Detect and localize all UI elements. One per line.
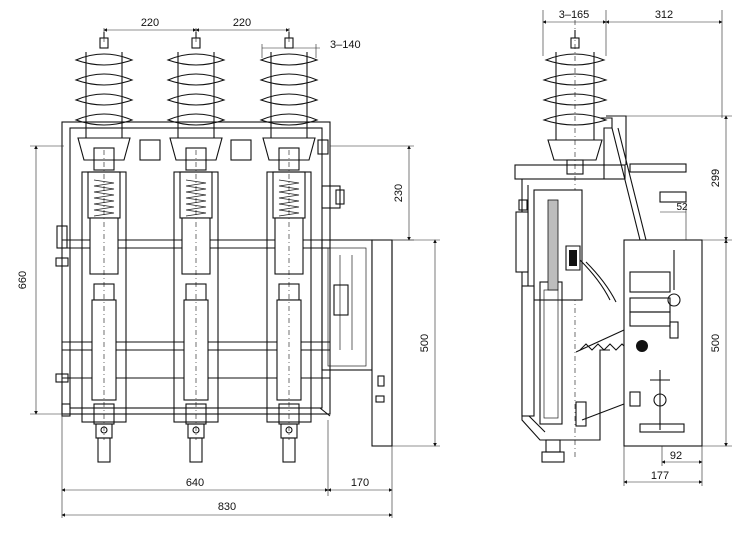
dim-170: 170 xyxy=(351,477,369,489)
side-control-panel xyxy=(623,239,703,447)
front-dimensions: 220 220 3–140 660 230 500 xyxy=(17,17,440,518)
dim-830: 830 xyxy=(218,501,236,513)
front-view: 220 220 3–140 660 230 500 xyxy=(17,17,440,518)
front-mechanism-panel xyxy=(319,239,393,447)
dim-299: 299 xyxy=(710,169,722,187)
pole-right xyxy=(259,32,319,463)
dim-660: 660 xyxy=(17,271,29,289)
side-housing xyxy=(514,115,687,463)
dim-92: 92 xyxy=(670,450,682,462)
dim-500-front: 500 xyxy=(419,334,431,352)
dim-insulator-140: 3–140 xyxy=(330,39,361,51)
front-poles xyxy=(74,32,319,463)
side-dimensions: 3–165 312 299 500 52 92 177 xyxy=(542,9,732,486)
dim-230: 230 xyxy=(393,184,405,202)
dim-52: 52 xyxy=(676,202,688,213)
dim-220-right: 220 xyxy=(233,17,251,29)
dim-insulator-165: 3–165 xyxy=(559,9,590,21)
pole-left xyxy=(74,32,134,463)
dim-220-left: 220 xyxy=(141,17,159,29)
dim-312: 312 xyxy=(655,9,673,21)
pole-middle xyxy=(166,32,226,463)
dim-500-side: 500 xyxy=(710,334,722,352)
dim-177: 177 xyxy=(651,470,669,482)
side-view: 3–165 312 299 500 52 92 177 xyxy=(514,9,732,486)
dim-640: 640 xyxy=(186,477,204,489)
